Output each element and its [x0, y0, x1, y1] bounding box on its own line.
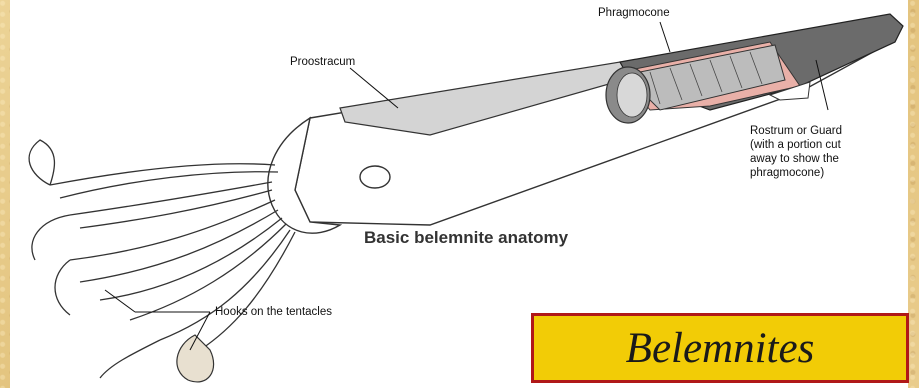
title-box: Belemnites	[531, 313, 909, 383]
eye	[360, 166, 390, 188]
label-hooks: Hooks on the tentacles	[215, 305, 332, 319]
label-phragmocone: Phragmocone	[598, 6, 670, 20]
title-text: Belemnites	[626, 324, 815, 373]
label-proostracum: Proostracum	[290, 55, 355, 69]
tentacle-club	[177, 335, 214, 382]
label-rostrum: Rostrum or Guard (with a portion cut awa…	[750, 124, 842, 180]
diagram-heading: Basic belemnite anatomy	[364, 228, 568, 248]
tentacles	[29, 140, 295, 378]
